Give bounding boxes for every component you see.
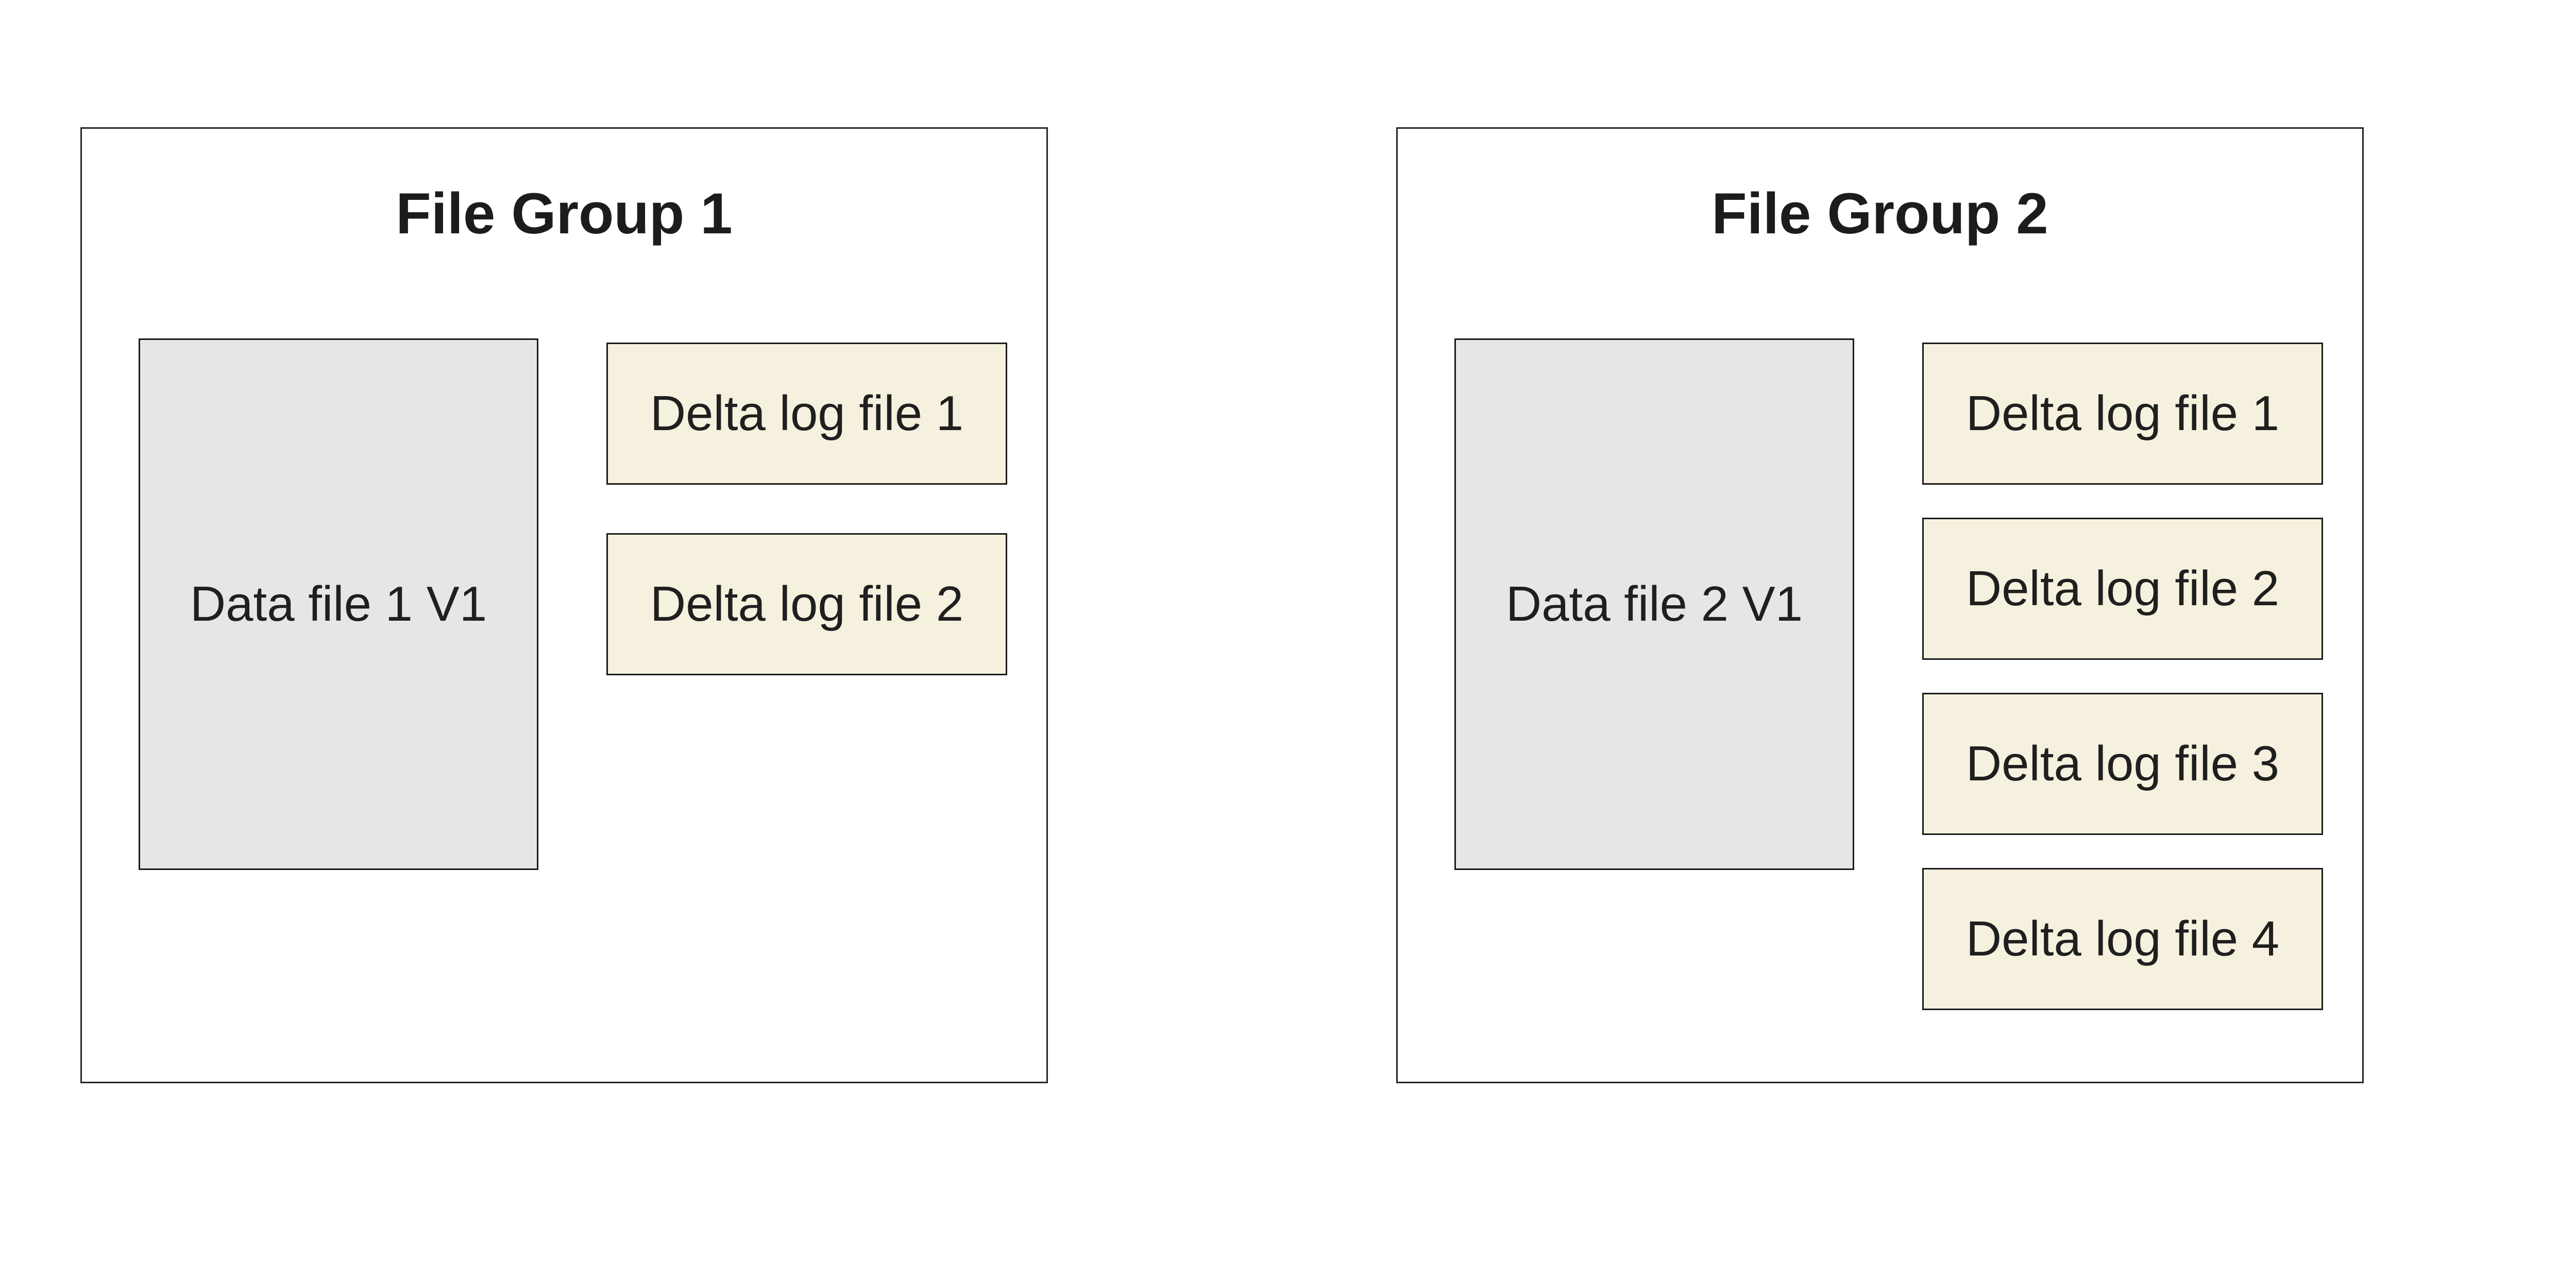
group-2-delta-log-file-1-label: Delta log file 1 (1965, 386, 2280, 441)
group-1-delta-log-file-1-box: Delta log file 1 (606, 343, 1007, 485)
group-1-delta-log-file-2-box: Delta log file 2 (606, 533, 1007, 675)
group-2-delta-log-file-4-label: Delta log file 4 (1965, 911, 2280, 966)
group-2-delta-log-file-2-label: Delta log file 2 (1965, 561, 2280, 616)
group-2-delta-log-file-3-box: Delta log file 3 (1922, 693, 2323, 835)
file-group-2-container: File Group 2 Data file 2 V1 Delta log fi… (1396, 127, 2364, 1083)
file-group-2-title: File Group 2 (1711, 181, 2048, 246)
group-2-delta-log-file-1-box: Delta log file 1 (1922, 343, 2323, 485)
group-2-delta-log-file-4-box: Delta log file 4 (1922, 868, 2323, 1010)
group-1-delta-log-file-2-label: Delta log file 2 (650, 576, 964, 632)
file-group-1-container: File Group 1 Data file 1 V1 Delta log fi… (80, 127, 1048, 1083)
data-file-1-label: Data file 1 V1 (190, 576, 487, 632)
data-file-2-box: Data file 2 V1 (1454, 338, 1854, 870)
file-group-1-title: File Group 1 (396, 181, 733, 246)
group-2-delta-log-file-3-label: Delta log file 3 (1965, 736, 2280, 791)
group-2-delta-log-file-2-box: Delta log file 2 (1922, 518, 2323, 660)
data-file-1-box: Data file 1 V1 (139, 338, 538, 870)
data-file-2-label: Data file 2 V1 (1505, 576, 1803, 632)
group-1-delta-log-file-1-label: Delta log file 1 (650, 386, 964, 441)
